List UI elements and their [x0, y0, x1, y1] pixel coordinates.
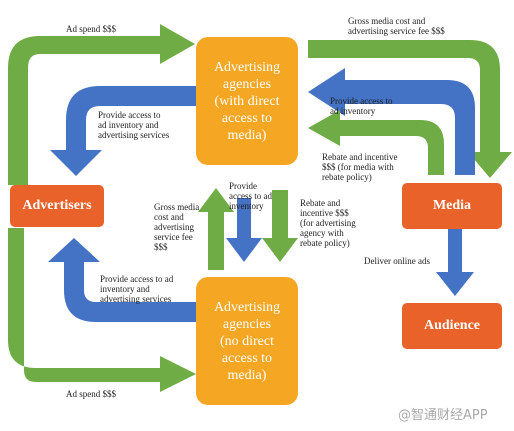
label-provide-right-top: Provide access to ad inventory — [330, 96, 393, 116]
label-deliver: Deliver online ads — [364, 256, 430, 266]
arrow-ad-spend-top — [8, 24, 195, 185]
watermark: @智通财经APP — [398, 408, 488, 423]
label-ad-spend-bottom: Ad spend $$$ — [66, 389, 116, 399]
label-ad-spend-top: Ad spend $$$ — [66, 24, 116, 34]
arrow-rebate-top — [308, 110, 444, 175]
arrow-ad-spend-bottom — [8, 228, 196, 392]
arrow-provide-left-bottom — [48, 238, 196, 322]
arrow-gross-media-mid — [198, 188, 234, 270]
arrow-provide-mid — [226, 198, 262, 262]
label-gross-media-mid: Gross media cost and advertising service… — [154, 202, 200, 252]
agency-direct-node: Advertising agencies (with direct access… — [196, 37, 298, 165]
arrow-rebate-mid — [262, 190, 298, 262]
label-provide-left-top: Provide access to ad inventory and adver… — [98, 110, 170, 140]
label-rebate-top-right: Rebate and incentive $$$ (for media with… — [322, 152, 398, 182]
advertisers-node: Advertisers — [10, 185, 104, 227]
arrow-deliver — [436, 228, 474, 296]
arrow-gross-media-top — [308, 40, 512, 178]
media-node: Media — [402, 183, 502, 229]
audience-node: Audience — [402, 303, 502, 349]
label-gross-media-top: Gross media cost and advertising service… — [348, 16, 445, 36]
label-rebate-mid: Rebate and incentive $$$ (for advertisin… — [300, 198, 356, 248]
agency-no-direct-node: Advertising agencies (no direct access t… — [196, 277, 298, 405]
label-provide-left-bottom: Provide access to ad inventory and adver… — [100, 274, 174, 304]
arrow-provide-left-top — [50, 86, 196, 176]
arrow-provide-media-top — [308, 68, 475, 175]
label-provide-mid: Provide access to ad inventory — [229, 181, 272, 211]
